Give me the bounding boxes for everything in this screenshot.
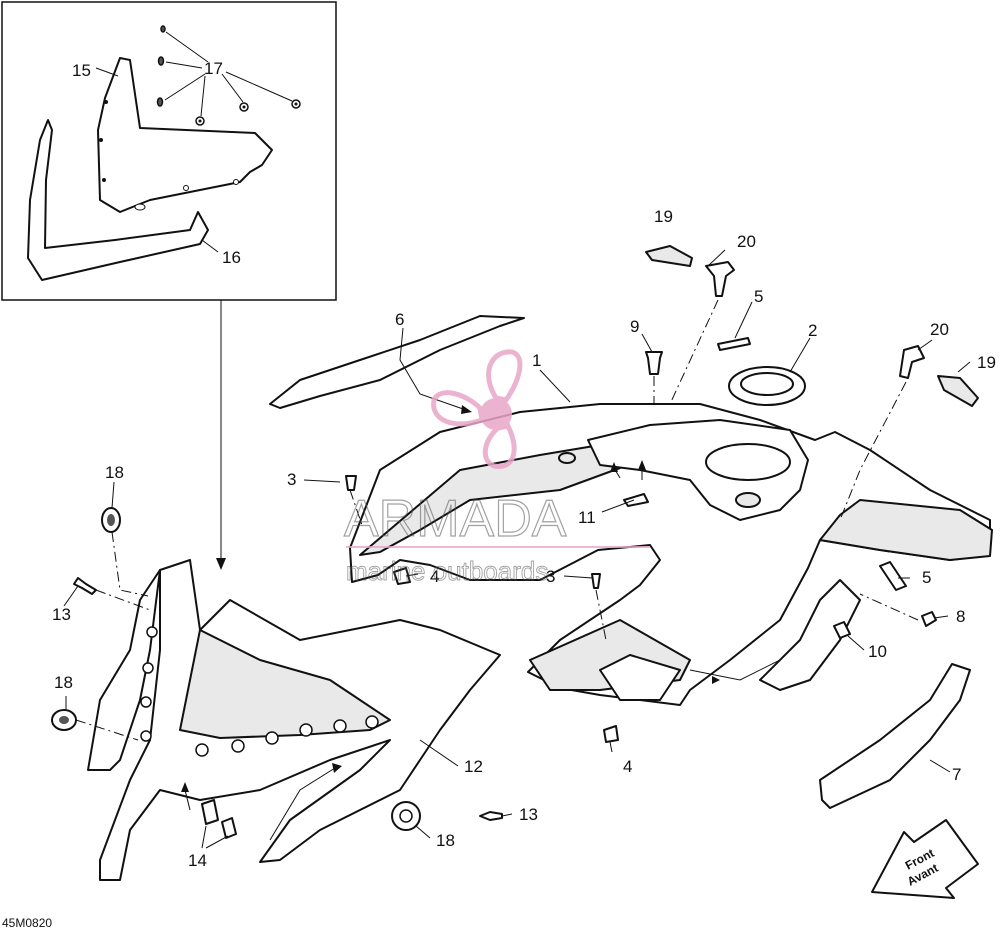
screw-set-17 — [156, 25, 301, 126]
windshield-inset — [1, 1, 337, 301]
callout-20-top: 20 — [737, 232, 756, 251]
latch-pin-20a — [705, 261, 735, 297]
clip-11 — [623, 493, 649, 507]
callout-18-bottom: 18 — [436, 831, 455, 850]
deflector-trim — [27, 119, 209, 281]
side-trim-6 — [269, 315, 525, 409]
callout-13-left: 13 — [52, 605, 71, 624]
callout-12: 12 — [464, 757, 483, 776]
front-direction-arrow: Front Avant — [871, 819, 979, 899]
callout-11: 11 — [578, 508, 596, 527]
watermark-brand: ARMADA — [344, 490, 567, 548]
callout-18-left: 18 — [54, 673, 73, 692]
latch-19a — [645, 245, 693, 267]
latch-19b — [937, 375, 979, 407]
screw-3a — [345, 475, 357, 491]
strip-5a — [717, 337, 751, 351]
side-trim-7 — [819, 663, 971, 809]
screw-13b — [479, 811, 503, 821]
callout-7: 7 — [952, 765, 961, 784]
body-panel-1 — [349, 403, 993, 706]
callout-9: 9 — [630, 317, 639, 336]
callout-19-top: 19 — [654, 207, 673, 226]
callout-15: 15 — [72, 61, 91, 80]
strip-5b — [879, 561, 907, 591]
latch-pin-20b — [899, 345, 925, 379]
screw-8 — [921, 611, 937, 627]
front-cowl-12 — [87, 559, 501, 881]
screw-13a — [73, 577, 97, 595]
rivet-9 — [645, 351, 663, 375]
callout-20-right: 20 — [930, 320, 949, 339]
callout-3-mid: 3 — [546, 567, 555, 586]
callout-8: 8 — [956, 607, 965, 626]
propeller-logo — [431, 349, 523, 469]
clip-14a — [201, 799, 219, 825]
clip-14b — [221, 817, 237, 839]
grommet-18a — [101, 507, 121, 533]
clip-4a — [393, 567, 411, 585]
screw-3b — [591, 573, 601, 589]
callout-4-left: 4 — [430, 567, 439, 586]
windshield-panel — [97, 57, 273, 213]
callout-17: 17 — [204, 59, 223, 78]
grommet-18b — [51, 709, 77, 731]
callout-10: 10 — [868, 642, 887, 661]
nut-10 — [833, 621, 851, 639]
callout-13-right: 13 — [519, 805, 538, 824]
clip-4b — [603, 725, 619, 743]
callout-5-top: 5 — [754, 287, 763, 306]
callout-14: 14 — [188, 851, 207, 870]
callout-6: 6 — [395, 310, 404, 329]
filler-ring-2 — [728, 366, 806, 406]
armada-watermark: ARMADA marine outboards — [343, 349, 650, 586]
callout-19-right: 19 — [977, 353, 996, 372]
callout-5-right: 5 — [922, 568, 931, 587]
drawing-code: 45M0820 — [2, 916, 52, 930]
grommet-18c — [391, 801, 421, 831]
callout-18-top: 18 — [105, 463, 124, 482]
callout-16: 16 — [222, 248, 241, 267]
callout-3-left: 3 — [287, 470, 296, 489]
callout-4-bottom: 4 — [623, 757, 632, 776]
callout-2: 2 — [808, 321, 817, 340]
callout-1: 1 — [532, 351, 541, 370]
watermark-tagline: marine outboards — [346, 556, 548, 586]
